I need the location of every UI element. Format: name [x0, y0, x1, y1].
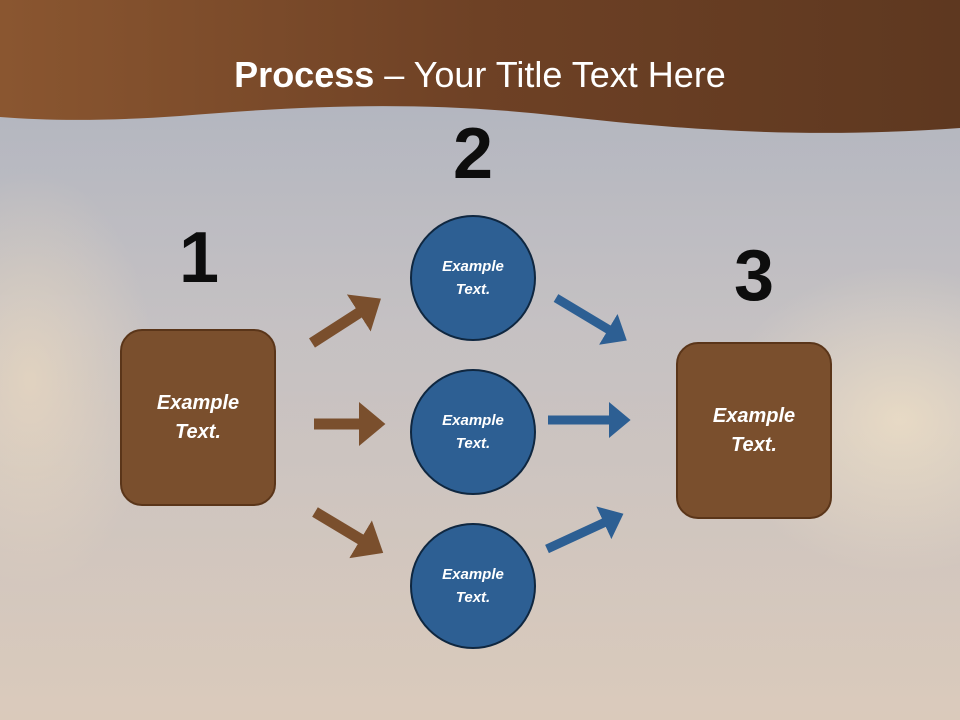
title-rest: – Your Title Text Here	[374, 54, 726, 95]
left-box-line1: Example	[156, 391, 240, 414]
right-box-line1: Example	[712, 404, 796, 427]
step-number-1: 1	[178, 218, 220, 298]
circle-bottom-line1: Example	[442, 566, 504, 583]
circle-middle-line2: Text.	[455, 435, 491, 452]
arrow-top-to-right	[553, 294, 627, 345]
header-banner	[0, 0, 960, 133]
arrow-bottom-to-right	[545, 506, 624, 554]
step-number-2: 2	[452, 114, 494, 194]
left-box: Example Text.	[120, 329, 276, 506]
circle-top-line2: Text.	[455, 281, 491, 298]
step-number-3: 3	[733, 236, 775, 316]
right-box-line2: Text.	[731, 433, 777, 456]
circle-middle-line1: Example	[442, 412, 504, 429]
arrow-left-to-bottom	[312, 507, 384, 559]
title-bold: Process	[234, 54, 375, 95]
circle-bottom-line2: Text.	[455, 589, 491, 606]
circle-top-line1: Example	[442, 258, 504, 275]
page-title: Process – Your Title Text Here	[0, 52, 960, 98]
right-box: Example Text.	[676, 342, 832, 519]
circle-bottom: Example Text.	[410, 523, 536, 649]
arrow-left-to-top	[309, 294, 381, 348]
left-box-line2: Text.	[175, 420, 221, 443]
circle-top: Example Text.	[410, 215, 536, 341]
circle-middle: Example Text.	[410, 369, 536, 495]
